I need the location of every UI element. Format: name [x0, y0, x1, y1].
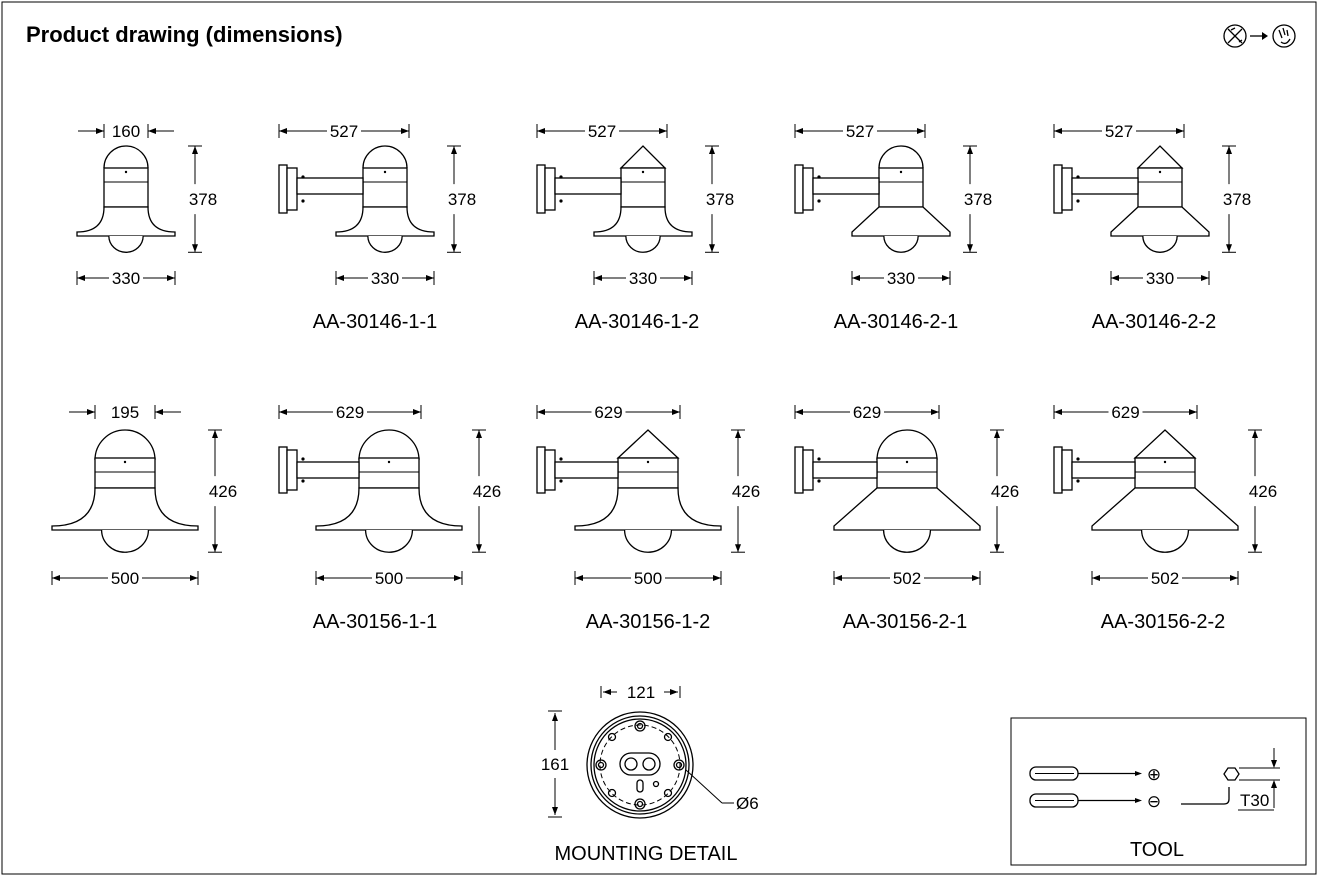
- bottom-width-dimension: 500: [375, 569, 403, 588]
- torx-size-label: T30: [1240, 791, 1269, 810]
- tool-box: ⊕ ⊖ T30 TOOL: [1010, 717, 1307, 866]
- height-dimension: 426: [732, 482, 760, 501]
- lamp-drawing: 160 378 330: [76, 122, 217, 288]
- model-number-label: AA-30156-1-1: [313, 611, 438, 633]
- height-dimension: 426: [1249, 482, 1277, 501]
- bottom-width-dimension: 500: [111, 569, 139, 588]
- mounting-detail-label: MOUNTING DETAIL: [555, 843, 738, 865]
- top-width-dimension: 629: [336, 403, 364, 422]
- model-number-label: AA-30146-1-2: [575, 311, 700, 333]
- top-width-dimension: 160: [112, 122, 140, 141]
- phillips-screwdriver-icon: [1029, 766, 1142, 781]
- bottom-width-dimension: 330: [629, 269, 657, 288]
- hole-diameter-label: Ø6: [736, 794, 759, 813]
- model-number-label: AA-30146-1-1: [313, 311, 438, 333]
- mounting-height-label: 161: [541, 755, 569, 774]
- height-dimension: 426: [209, 482, 237, 501]
- top-width-dimension: 629: [853, 403, 881, 422]
- screwdriver-to-hand-icon: [1223, 24, 1296, 48]
- lamp-drawing: 195 426 500: [51, 403, 237, 588]
- page-title: Product drawing (dimensions): [26, 22, 343, 47]
- model-number-label: AA-30156-1-2: [586, 611, 711, 633]
- model-number-label: AA-30156-2-2: [1101, 611, 1226, 633]
- phillips-symbol: ⊕: [1147, 765, 1161, 784]
- bottom-width-dimension: 502: [1151, 569, 1179, 588]
- torx-key-icon: [1181, 748, 1280, 811]
- mounting-width-label: 121: [627, 683, 655, 702]
- top-width-dimension: 527: [1105, 122, 1133, 141]
- bottom-width-dimension: 330: [887, 269, 915, 288]
- model-number-label: AA-30156-2-1: [843, 611, 968, 633]
- bottom-width-dimension: 330: [371, 269, 399, 288]
- top-width-dimension: 195: [111, 403, 139, 422]
- model-number-label: AA-30146-2-2: [1092, 311, 1217, 333]
- top-width-dimension: 629: [1111, 403, 1139, 422]
- height-dimension: 378: [1223, 190, 1251, 209]
- tool-label: TOOL: [1130, 839, 1184, 861]
- bottom-width-dimension: 500: [634, 569, 662, 588]
- height-dimension: 378: [448, 190, 476, 209]
- top-width-dimension: 527: [846, 122, 874, 141]
- bottom-width-dimension: 502: [893, 569, 921, 588]
- bottom-width-dimension: 330: [112, 269, 140, 288]
- top-width-dimension: 629: [594, 403, 622, 422]
- bottom-width-dimension: 330: [1146, 269, 1174, 288]
- top-width-dimension: 527: [588, 122, 616, 141]
- mounting-detail: 121 161 Ø6 MOUNTING DE: [541, 683, 759, 865]
- slot-symbol: ⊖: [1147, 792, 1161, 811]
- height-dimension: 426: [991, 482, 1019, 501]
- height-dimension: 378: [706, 190, 734, 209]
- top-width-dimension: 527: [330, 122, 358, 141]
- height-dimension: 426: [473, 482, 501, 501]
- height-dimension: 378: [189, 190, 217, 209]
- model-number-label: AA-30146-2-1: [834, 311, 959, 333]
- height-dimension: 378: [964, 190, 992, 209]
- slot-screwdriver-icon: [1029, 793, 1142, 808]
